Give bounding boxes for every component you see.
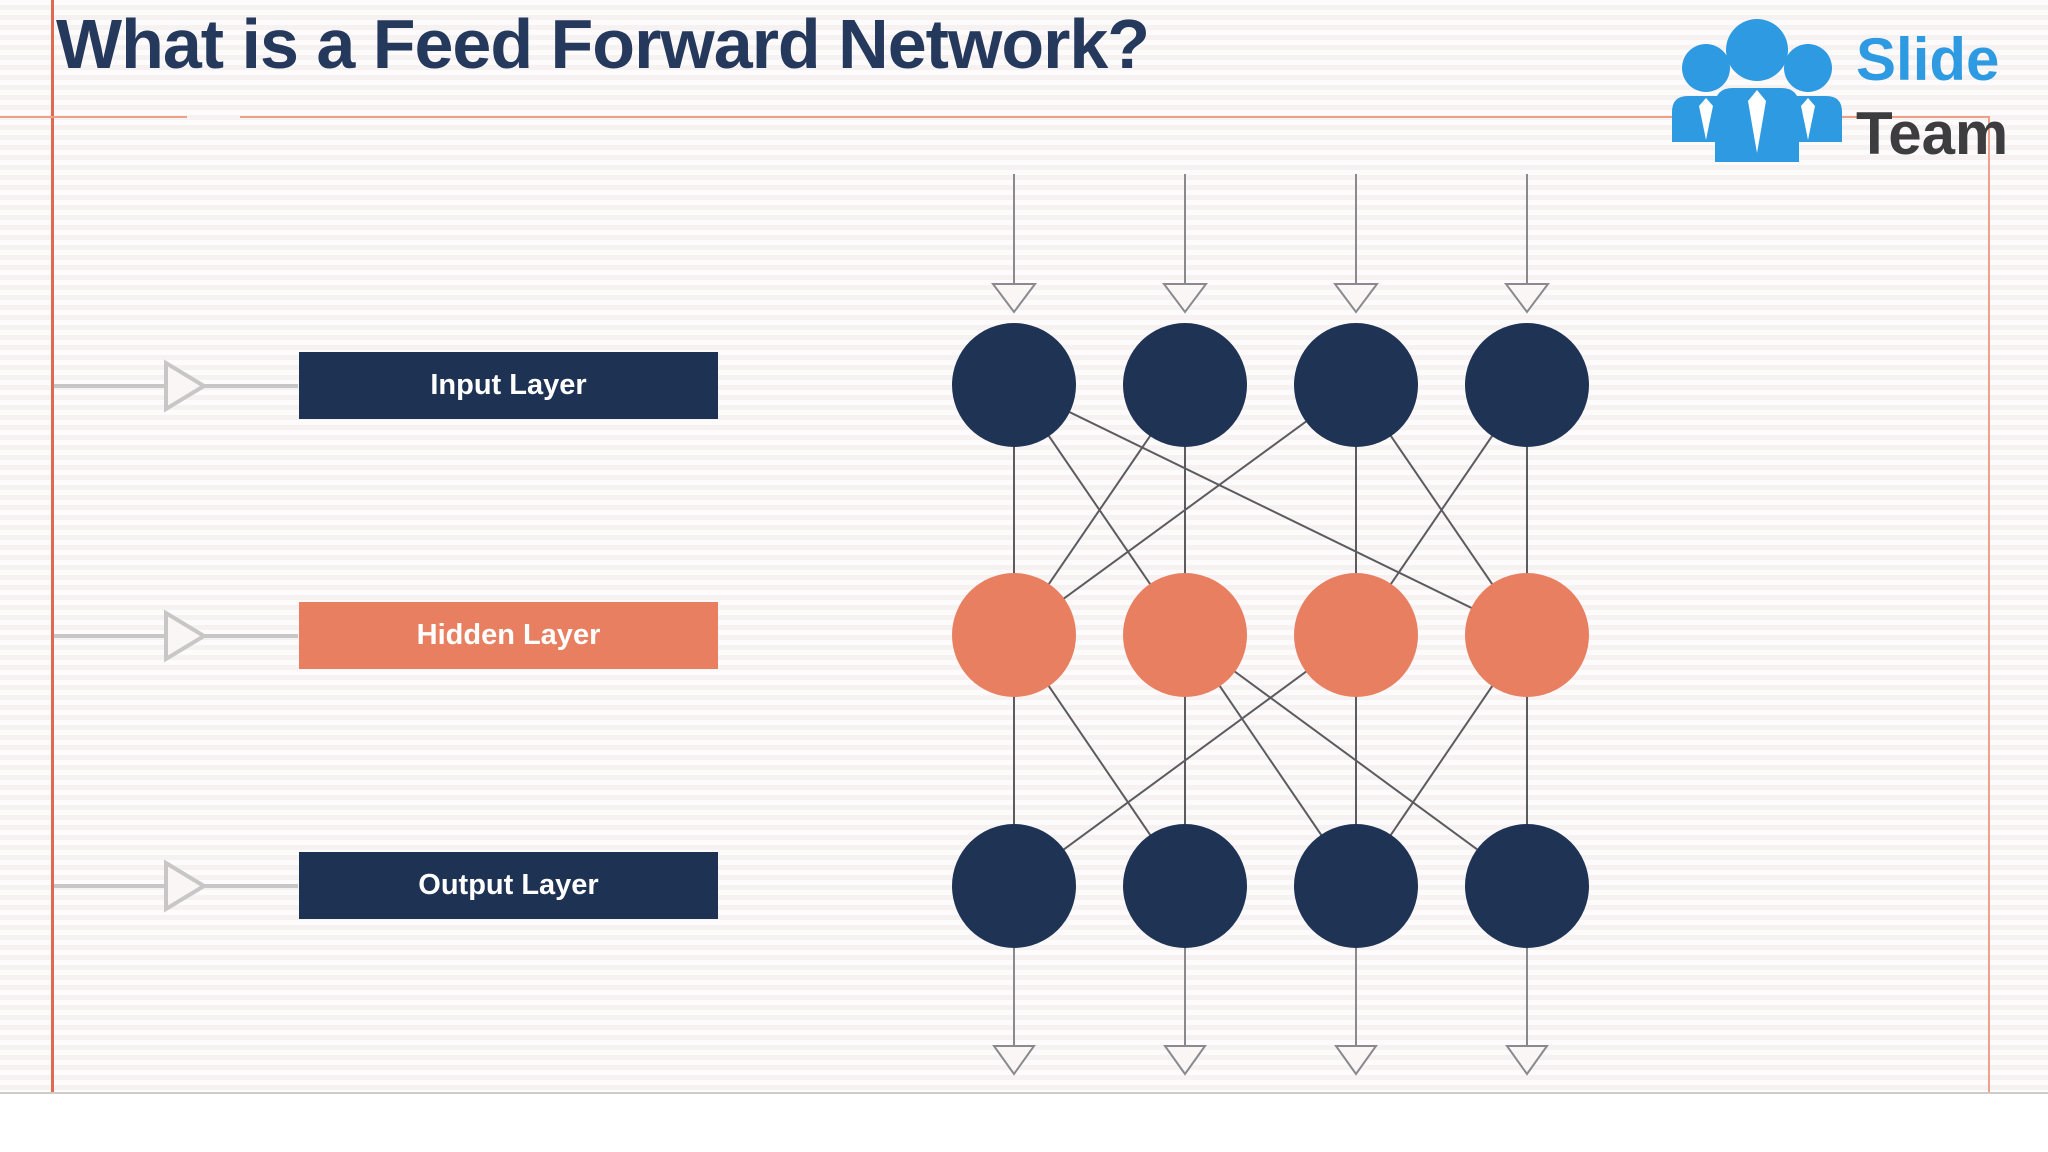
input-arrowhead-icon <box>991 283 1037 314</box>
output-layer-pointer-arrow <box>54 859 298 913</box>
input-layer-node <box>1294 323 1418 447</box>
input-arrowhead-icon <box>1333 283 1379 314</box>
connection-line <box>1013 384 1357 636</box>
input-layer-node <box>1123 323 1247 447</box>
output-arrowhead-icon <box>992 1045 1036 1076</box>
output-layer-node <box>952 824 1076 948</box>
bottom-divider-line <box>0 1092 2048 1094</box>
hidden-layer-node <box>1465 573 1589 697</box>
input-layer-label: Input Layer <box>430 369 587 401</box>
hidden-layer-label: Hidden Layer <box>416 619 601 651</box>
output-layer-node <box>1123 824 1247 948</box>
input-layer-label-box: Input Layer <box>299 352 718 419</box>
title-underline-left-segment <box>0 116 187 118</box>
output-layer-label: Output Layer <box>418 869 599 901</box>
logo-slide-word: Slide <box>1856 26 2000 93</box>
output-arrowhead-icon <box>1334 1045 1378 1076</box>
left-accent-line <box>51 0 54 1093</box>
output-arrowhead-icon <box>1505 1045 1549 1076</box>
input-arrowhead-icon <box>1504 283 1550 314</box>
connection-line <box>1013 634 1357 887</box>
output-layer-node <box>1465 824 1589 948</box>
people-icon <box>1672 19 1842 162</box>
output-layer-label-box: Output Layer <box>299 852 718 919</box>
hidden-layer-node <box>1123 573 1247 697</box>
output-layer-node <box>1294 824 1418 948</box>
connection-line <box>1013 384 1528 636</box>
input-arrowhead-icon <box>1162 283 1208 314</box>
right-accent-line <box>1988 116 1990 1093</box>
connection-line <box>1184 634 1528 887</box>
title-underline-right-segment <box>240 116 1990 118</box>
hidden-layer-node <box>1294 573 1418 697</box>
page-title: What is a Feed Forward Network? <box>56 5 1150 83</box>
output-arrowhead-icon <box>1163 1045 1207 1076</box>
hidden-layer-node <box>952 573 1076 697</box>
hidden-layer-label-box: Hidden Layer <box>299 602 718 669</box>
input-layer-node <box>952 323 1076 447</box>
slideteam-logo: Slide Team <box>1668 10 2028 170</box>
hidden-layer-pointer-arrow <box>54 609 298 663</box>
logo-team-word: Team <box>1856 100 2009 167</box>
input-layer-pointer-arrow <box>54 359 298 413</box>
input-layer-node <box>1465 323 1589 447</box>
